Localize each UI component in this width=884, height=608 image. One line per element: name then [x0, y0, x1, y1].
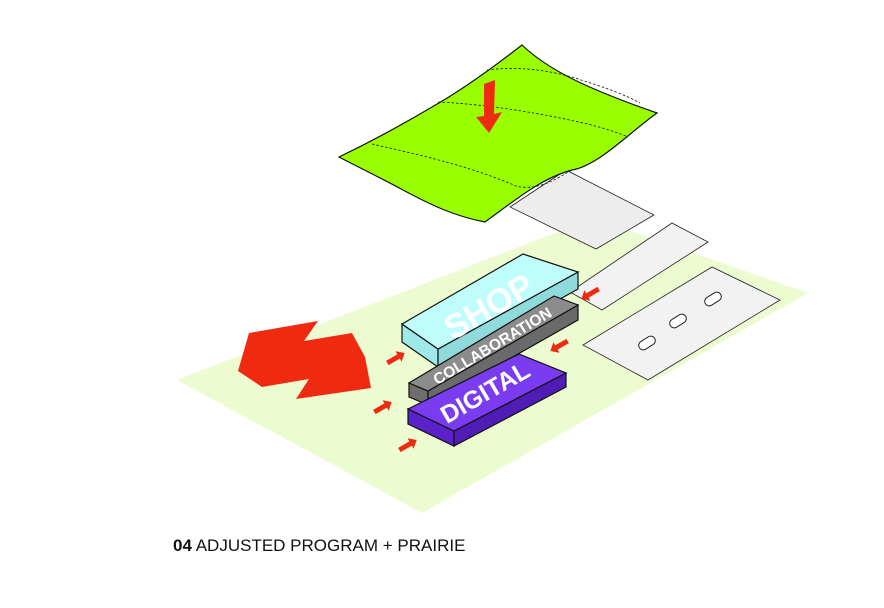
existing-slab-2 [569, 222, 709, 311]
double-arrow-icon [238, 321, 371, 399]
slab-opening-1 [638, 335, 656, 351]
push-arrow-icon [398, 438, 417, 453]
push-arrow-icon [386, 351, 405, 366]
existing-slab-1 [509, 169, 655, 250]
diagram-caption: 04 ADJUSTED PROGRAM + PRAIRIE [173, 536, 465, 556]
push-arrow-icon [373, 400, 392, 415]
slab-opening-3 [704, 291, 722, 307]
push-arrow-icon [581, 286, 600, 301]
push-arrow-icon [550, 338, 569, 353]
slab-opening-2 [669, 313, 687, 329]
caption-text: ADJUSTED PROGRAM + PRAIRIE [195, 536, 466, 555]
down-arrow-icon [476, 80, 502, 133]
prairie-contour-2 [437, 101, 629, 138]
prairie-contour-1 [371, 143, 573, 188]
caption-number: 04 [173, 536, 192, 555]
